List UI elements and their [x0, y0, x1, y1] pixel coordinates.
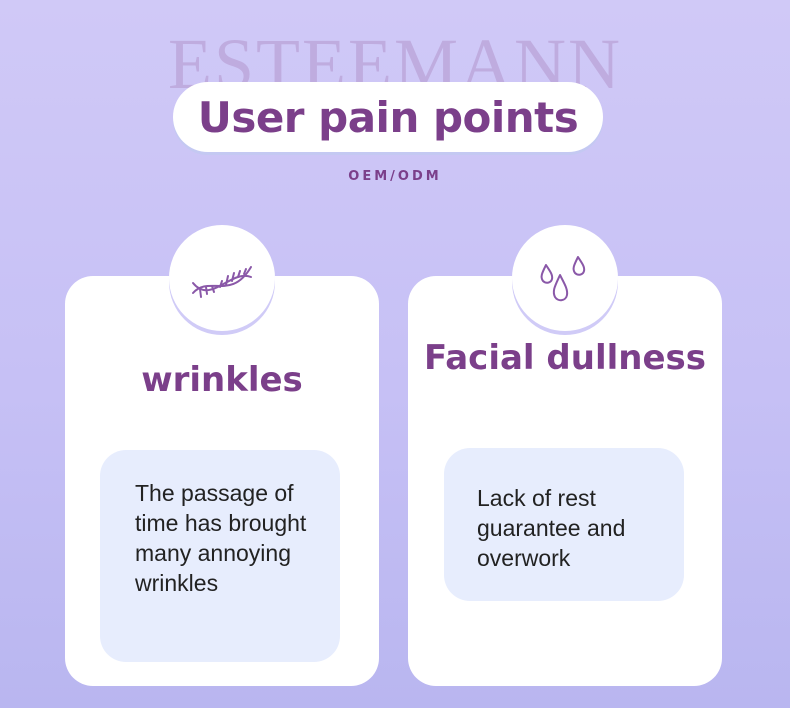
water-drops-icon — [540, 256, 586, 302]
card-heading: wrinkles — [141, 360, 303, 400]
pain-point-card-wrinkles: wrinkles The passage of time has brought… — [65, 276, 379, 686]
card-description: The passage of time has brought many ann… — [135, 480, 307, 596]
pain-point-card-dullness: Facial dullness Lack of rest guarantee a… — [408, 276, 722, 686]
icon-circle-wrinkles — [169, 225, 275, 331]
icon-circle-dullness — [512, 225, 618, 331]
card-description: Lack of rest guarantee and overwork — [477, 485, 626, 571]
card-description-box: Lack of rest guarantee and overwork — [444, 448, 684, 601]
page-title: User pain points — [197, 92, 579, 142]
card-heading: Facial dullness — [423, 338, 706, 378]
card-description-box: The passage of time has brought many ann… — [100, 450, 340, 662]
title-pill: User pain points — [173, 82, 603, 152]
page-subtitle: OEM/ODM — [348, 169, 442, 184]
dna-icon — [192, 266, 252, 298]
